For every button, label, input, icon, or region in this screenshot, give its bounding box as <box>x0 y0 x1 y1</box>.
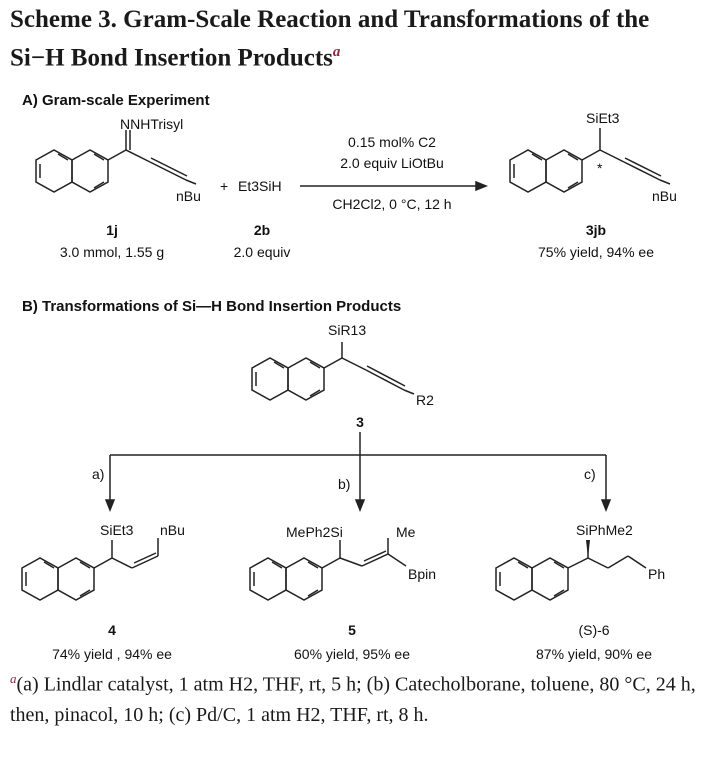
conditions-solvent: CH2Cl2, 0 °C, 12 h <box>332 196 452 212</box>
naphthalene-3 <box>251 357 325 401</box>
product-3jb-result: 75% yield, 94% ee <box>538 244 654 260</box>
route-c-tag: c) <box>584 466 596 482</box>
naphthalene-1j <box>35 149 109 193</box>
naphthalene-3jb <box>509 149 583 193</box>
wedge-bond-6 <box>586 540 590 558</box>
reactant-1j-substituent: NNHTrisyl <box>120 116 184 132</box>
product-5-methyl: Me <box>396 524 416 540</box>
product-6-silyl: SiPhMe2 <box>576 522 633 538</box>
product-4-result: 74% yield , 94% ee <box>52 646 172 662</box>
product-4-silyl: SiEt3 <box>100 522 134 538</box>
scheme-footnote: a(a) Lindlar catalyst, 1 atm H2, THF, rt… <box>10 664 710 730</box>
plus-sign: + <box>220 178 229 194</box>
title-line1: Scheme 3. Gram-Scale Reaction and Transf… <box>10 6 650 33</box>
route-a-tag: a) <box>92 466 105 482</box>
product-3jb-label: 3jb <box>585 222 607 238</box>
reactant-2b-amount: 2.0 equiv <box>233 244 291 260</box>
footnote-text: (a) Lindlar catalyst, 1 atm H2, THF, rt,… <box>10 673 696 726</box>
product-5-label: 5 <box>348 622 356 638</box>
reactant-1j-label: 1j <box>106 222 118 238</box>
product-4-alkyl: nBu <box>160 522 185 538</box>
route-b-tag: b) <box>338 476 351 492</box>
substrate-3-r2: R2 <box>416 392 434 408</box>
title-line2: Si−H Bond Insertion Products <box>10 44 333 72</box>
naphthalene-4 <box>21 557 95 601</box>
vinyl-boronate-5 <box>321 538 407 569</box>
z-alkene-4 <box>93 538 159 569</box>
hydrazone-alkyne-1j <box>107 130 197 185</box>
section-a-heading: A) Gram-scale Experiment <box>22 92 210 109</box>
product-5-silyl: MePh2Si <box>286 524 343 540</box>
reactant-1j-amount: 3.0 mmol, 1.55 g <box>59 244 165 260</box>
product-5-bpin: Bpin <box>408 566 437 582</box>
product-3jb-alkyl: nBu <box>652 188 677 204</box>
naphthalene-5 <box>249 557 323 601</box>
propargyl-silane-3 <box>323 342 415 395</box>
product-3jb-silyl: SiEt3 <box>586 110 620 126</box>
branch-arrows <box>104 432 612 513</box>
conditions-catalyst: 0.15 mol% C2 <box>348 134 436 150</box>
naphthalene-6 <box>495 557 569 601</box>
scheme-title: Scheme 3. Gram-Scale Reaction and Transf… <box>10 4 710 74</box>
substrate-3-silyl: SiR13 <box>328 322 367 338</box>
footnote-mark: a <box>10 671 17 686</box>
reactant-2b-label: 2b <box>253 222 271 238</box>
substrate-3-label: 3 <box>356 414 364 430</box>
propargyl-silane-3jb <box>581 128 671 185</box>
conditions-base: 2.0 equiv LiOtBu <box>340 155 444 171</box>
reactant-1j-alkyl: nBu <box>176 188 201 204</box>
product-6-result: 87% yield, 90% ee <box>536 646 652 662</box>
product-3jb-stereo: * <box>597 160 603 176</box>
product-5-result: 60% yield, 95% ee <box>294 646 410 662</box>
alkyl-chain-6 <box>567 540 647 569</box>
reactant-2b-formula: Et3SiH <box>238 178 282 194</box>
product-6-label: (S)-6 <box>578 622 610 638</box>
product-4-label: 4 <box>108 622 116 638</box>
reaction-arrow-a <box>300 180 489 192</box>
title-footnote-mark: a <box>332 44 341 60</box>
product-6-phenyl: Ph <box>648 566 666 582</box>
section-b-heading: B) Transformations of Si—H Bond Insertio… <box>22 298 402 315</box>
